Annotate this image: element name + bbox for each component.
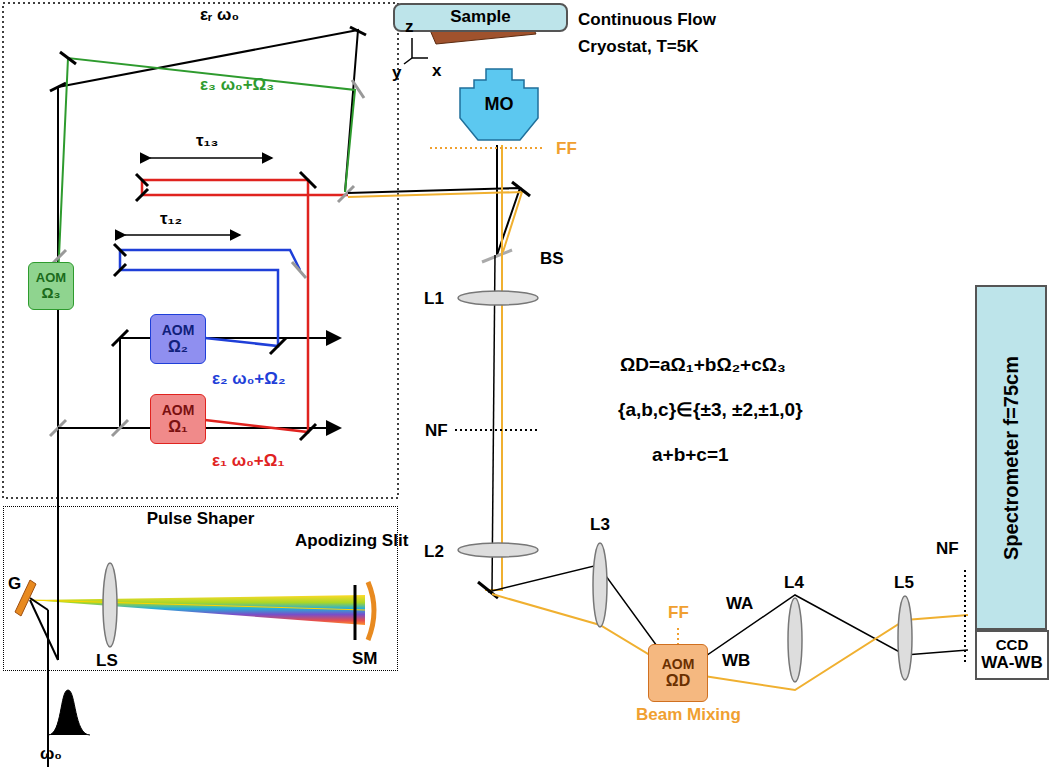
aom-box: AOMΩ₂ (150, 314, 206, 364)
text-label: FF (556, 140, 577, 159)
node-text: Ω₃ (42, 285, 61, 302)
text-label: a+b+c=1 (652, 445, 729, 466)
text-label: τ₁₂ (160, 210, 182, 229)
text-label: τ₁₃ (196, 132, 218, 151)
ccd-box: CCDWA-WB (975, 630, 1049, 680)
text-label: Beam Mixing (636, 706, 741, 725)
text-label: y (392, 64, 401, 83)
node-title: Pulse Shaper (147, 510, 255, 529)
text-label: ε₃ ω₀+Ω₃ (200, 76, 274, 95)
text-label: G (8, 575, 21, 594)
text-label: L4 (784, 574, 804, 593)
text-label: WB (722, 652, 750, 671)
node-title: Spectrometer f=75cm (1000, 356, 1022, 560)
text-label: FF (668, 604, 689, 623)
text-label: BS (540, 250, 564, 269)
text-label: NF (425, 422, 448, 441)
text-label: NF (936, 540, 959, 559)
text-label: L3 (590, 516, 610, 535)
node-title: AOM (162, 323, 195, 338)
node-title: AOM (162, 403, 195, 418)
node-text: Ω₁ (168, 418, 187, 436)
text-label: WA (726, 595, 753, 614)
text-label: LS (96, 652, 118, 671)
pulse-shaper-region: Pulse Shaper (3, 506, 398, 671)
objective-lens: MO (458, 68, 540, 142)
text-label: εᵣ ω₀ (200, 6, 239, 25)
node-title: MO (485, 95, 514, 115)
text-label: Apodizing Slit (295, 532, 408, 551)
node-title: CCD (996, 637, 1029, 654)
text-label: L1 (424, 290, 444, 309)
text-label: L2 (424, 543, 444, 562)
text-label: L5 (894, 574, 914, 593)
sample-box: Sample (393, 3, 568, 32)
text-label: {a,b,c}∈{±3, ±2,±1,0} (618, 400, 803, 421)
text-label: ε₂ ω₀+Ω₂ (212, 370, 285, 389)
node-text: WA-WB (981, 654, 1042, 673)
text-label: z (405, 18, 414, 37)
text-label: Continuous Flow Cryostat, T=5K (578, 6, 738, 60)
text-label: x (432, 62, 441, 81)
node-text: Ω₂ (168, 338, 188, 356)
aom-box: AOMΩD (648, 644, 708, 702)
text-label: SM (352, 650, 378, 669)
node-title: AOM (36, 271, 66, 285)
node-title: AOM (662, 657, 695, 672)
node-text: ΩD (666, 672, 690, 690)
node-title: Sample (450, 8, 510, 27)
text-label: ε₁ ω₀+Ω₁ (212, 452, 284, 471)
spectrometer-box: Spectrometer f=75cm (975, 285, 1047, 630)
aom-box: AOMΩ₃ (28, 262, 74, 310)
text-label: ΩD=aΩ₁+bΩ₂+cΩ₃ (620, 355, 786, 376)
text-label: ω₀ (40, 745, 62, 764)
aom-box: AOMΩ₁ (150, 394, 206, 444)
